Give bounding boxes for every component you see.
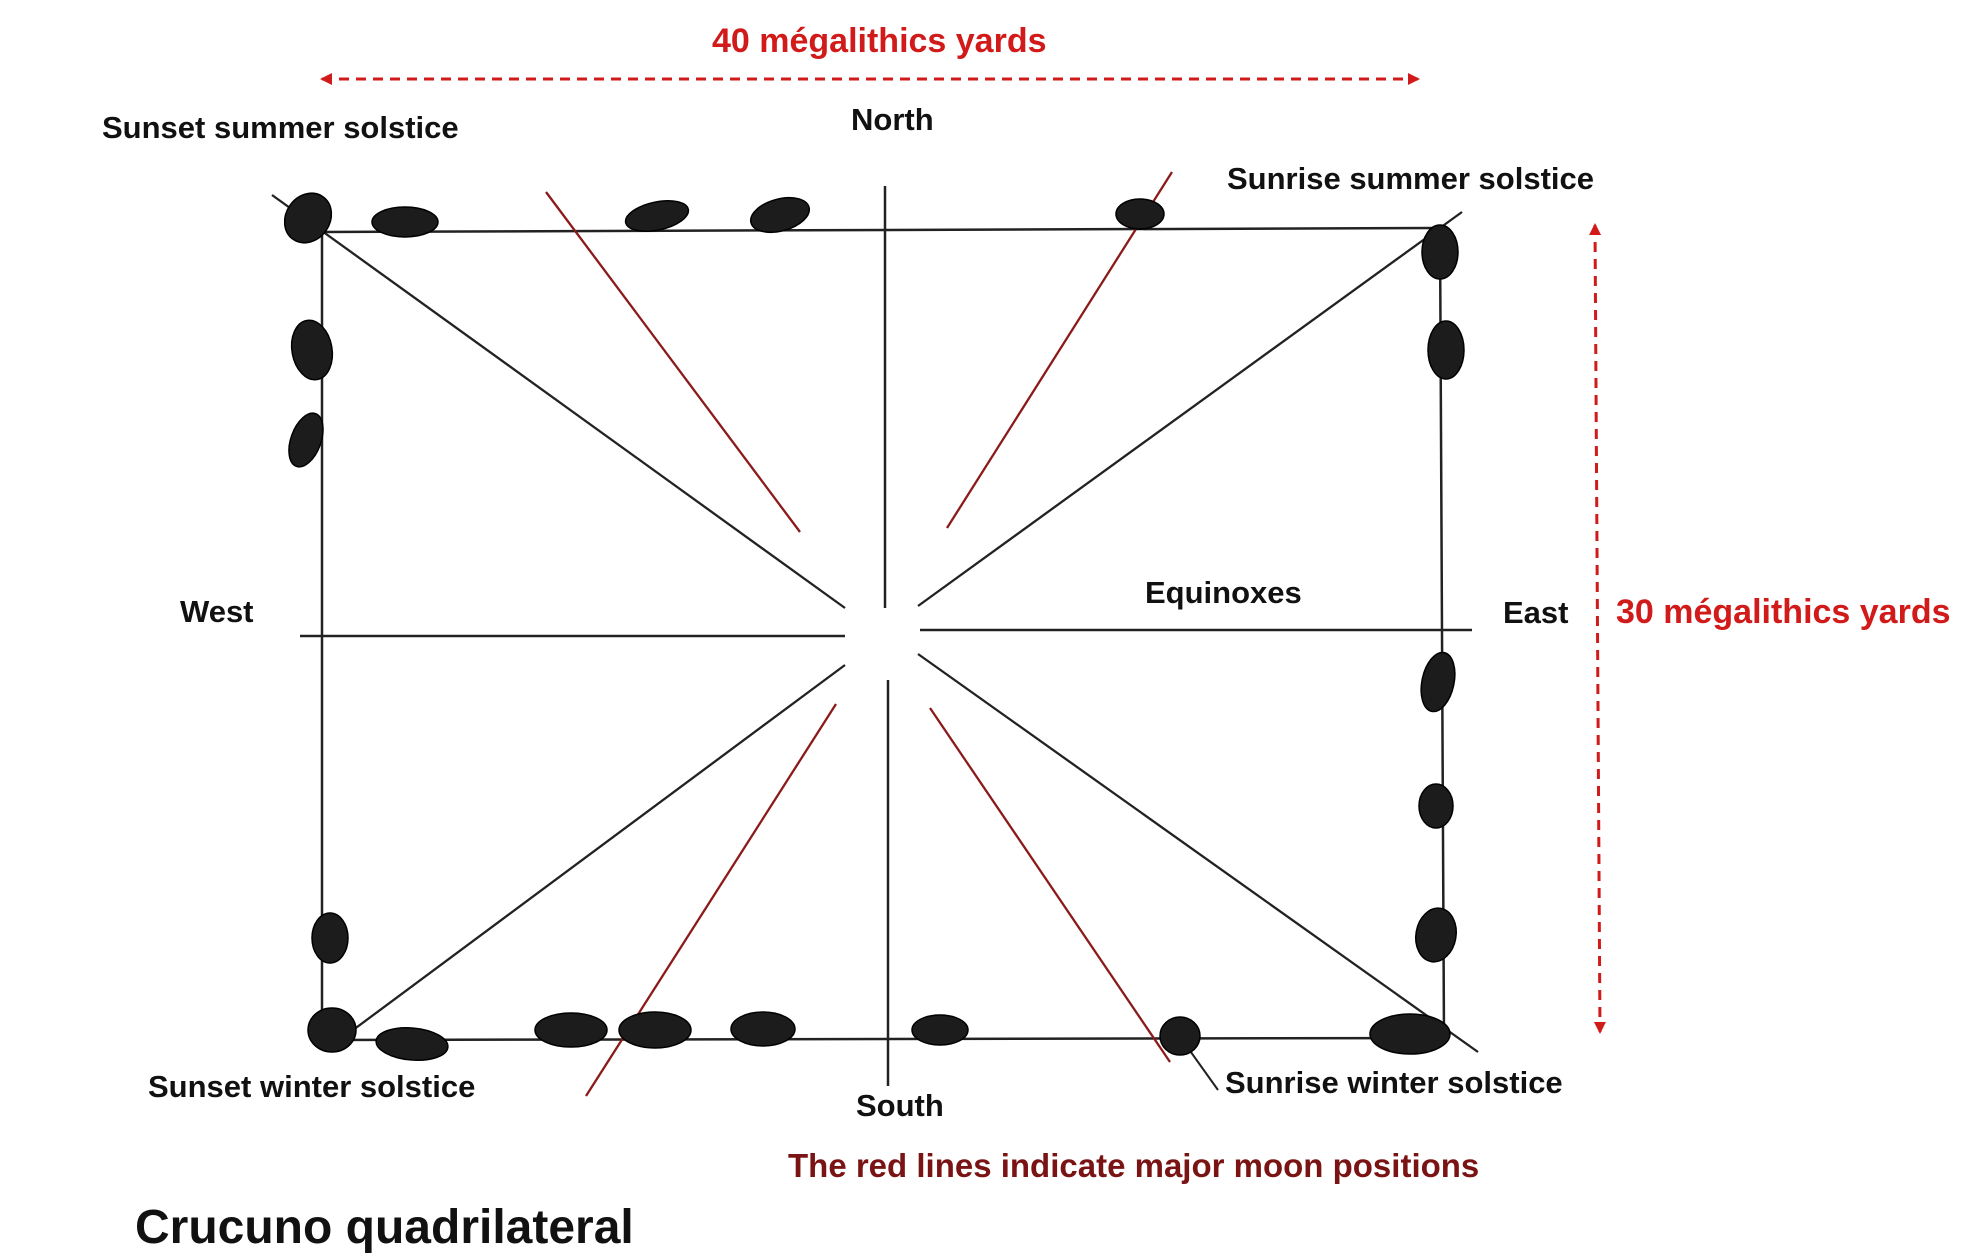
stone [1369,1013,1451,1055]
stone [371,206,439,238]
stone [1418,783,1454,829]
summer-sunrise-line [917,211,1463,607]
stone [1427,320,1465,380]
summer-sunset-line [271,194,846,609]
moon-lines-note: The red lines indicate major moon positi… [788,1147,1480,1184]
sunset-winter-solstice-label: Sunset winter solstice [148,1069,476,1104]
stone [1421,224,1459,280]
stone [730,1011,796,1047]
stone [1420,651,1456,713]
south-label: South [856,1088,944,1123]
diagram-title: Crucuno quadrilateral [135,1201,634,1254]
west-label: West [180,594,254,629]
height-dimension-label: 30 mégalithics yards [1616,593,1951,631]
winter-sunrise-line [917,653,1479,1053]
sunrise-winter-solstice-label: Sunrise winter solstice [1225,1065,1563,1100]
stone [290,319,334,381]
width-dimension-label: 40 mégalithics yards [712,22,1047,60]
moon-line-nw [545,191,801,533]
stone [618,1011,692,1049]
solstice-diagonals [271,194,1479,1053]
stone [1159,1016,1201,1056]
stones [283,192,1465,1061]
stone [624,200,690,232]
quadrilateral-outline [320,226,1446,1042]
stone [307,1007,357,1053]
winter-sunset-line [344,664,846,1037]
moon-lines [545,171,1173,1097]
stone [534,1012,608,1048]
sunrise-summer-solstice-label: Sunrise summer solstice [1227,161,1594,196]
stone [375,1027,449,1061]
cardinal-axes [300,186,1472,1086]
stone [311,912,349,964]
stone [288,412,324,468]
stone [1115,198,1165,230]
stone [283,192,333,244]
moon-line-se [929,707,1171,1063]
stone [749,196,811,234]
stone [1415,907,1457,963]
height-dimension-arrow [1589,223,1606,1034]
east-label: East [1503,595,1569,630]
sunset-summer-solstice-label: Sunset summer solstice [102,110,459,145]
equinoxes-label: Equinoxes [1145,575,1302,610]
stone [911,1014,969,1046]
moon-line-ne [946,171,1173,529]
north-label: North [851,102,934,137]
